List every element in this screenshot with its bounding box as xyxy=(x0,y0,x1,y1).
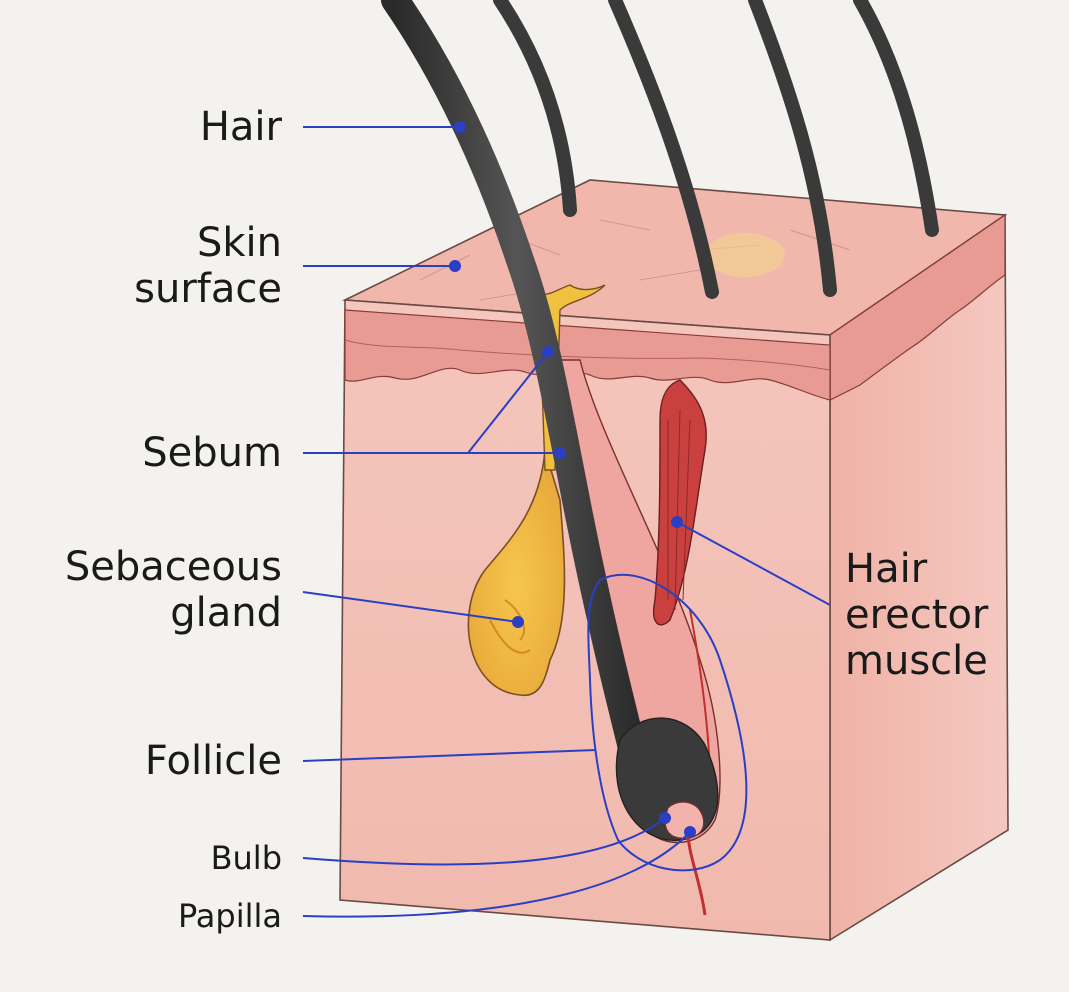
label-skin-surface-line1: Skin xyxy=(196,220,282,266)
leader-lines xyxy=(302,126,831,918)
label-hair: Hair xyxy=(199,104,282,150)
hair-strand-5 xyxy=(853,0,939,237)
label-sebum: Sebum xyxy=(142,430,282,476)
erector-muscle xyxy=(653,379,707,626)
hair-shaft xyxy=(381,0,654,794)
leader-bulb xyxy=(302,817,666,866)
label-skin-surface-line2: surface xyxy=(134,266,282,312)
follicle-outline xyxy=(587,573,748,872)
label-sebaceous-gland-line1: Sebaceous xyxy=(64,544,282,590)
leader-sebaceous-gland xyxy=(302,591,519,623)
hair-strand-4 xyxy=(748,0,837,297)
leader-follicle xyxy=(302,749,597,762)
label-hair-erector-line1: Hair xyxy=(845,546,928,592)
epidermis-layer xyxy=(344,309,831,401)
leader-erector-muscle xyxy=(676,521,831,606)
leader-papilla xyxy=(302,831,691,918)
label-papilla: Papilla xyxy=(177,897,282,935)
label-hair-erector-line3: muscle xyxy=(845,638,988,684)
blood-vessel xyxy=(686,834,707,916)
hair-strand-2 xyxy=(493,0,577,217)
label-sebaceous-gland-line2: gland xyxy=(170,590,282,636)
leader-dots xyxy=(449,121,696,838)
leader-sebum-2 xyxy=(467,351,549,454)
sebaceous-gland xyxy=(467,449,566,696)
hair-strand-3 xyxy=(608,0,719,299)
label-hair-erector-line2: erector xyxy=(845,592,989,638)
label-follicle: Follicle xyxy=(144,738,282,784)
label-bulb: Bulb xyxy=(210,839,282,877)
